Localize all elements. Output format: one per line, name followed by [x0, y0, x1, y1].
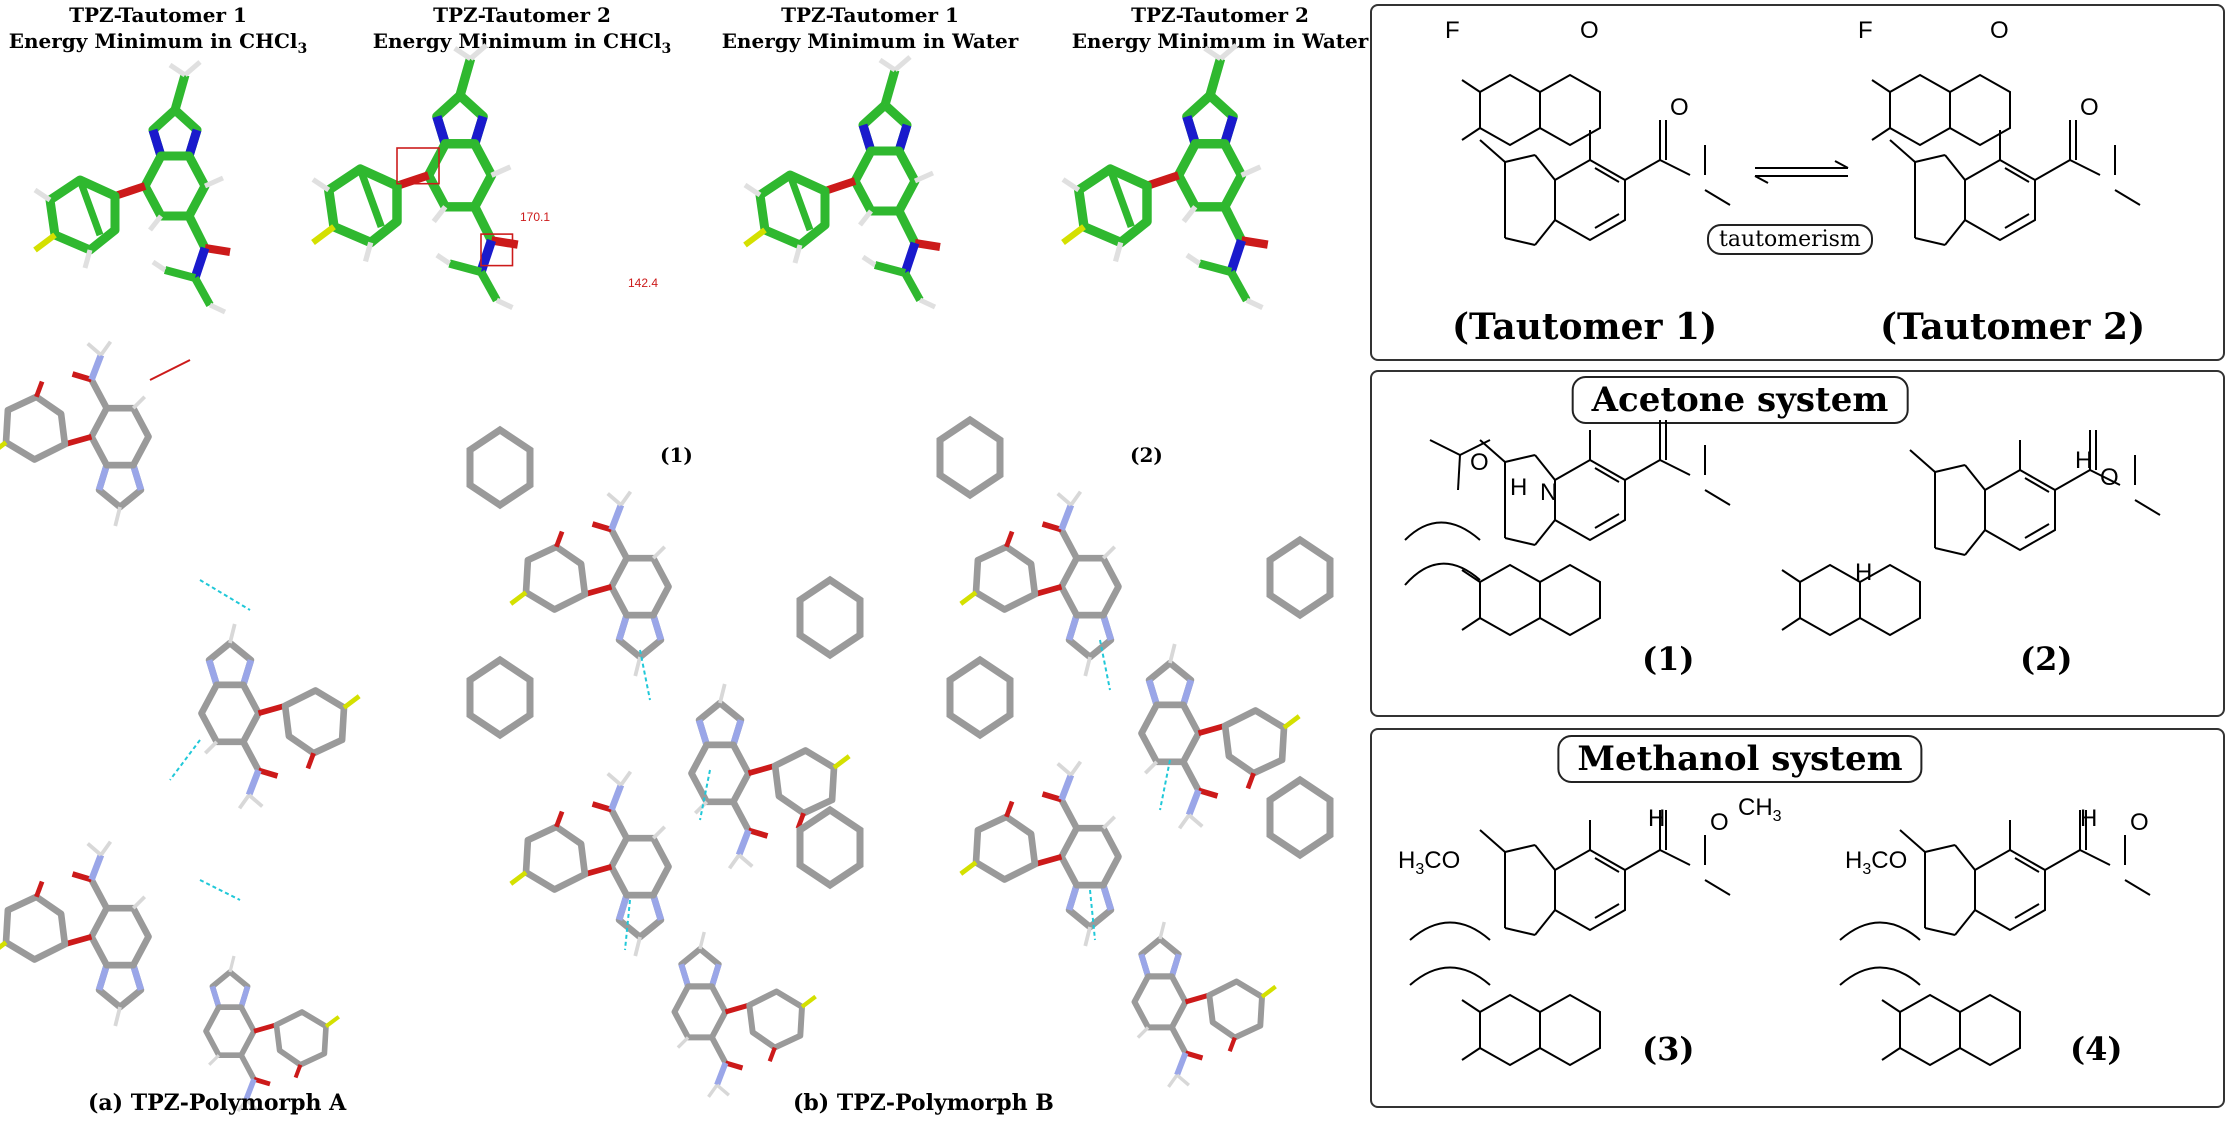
atom-O: O — [1470, 449, 1489, 476]
atom-N: N — [1540, 479, 1557, 506]
acetone-label-2: (2) — [2020, 640, 2073, 678]
atom-H: H — [1510, 474, 1527, 501]
header-line1: TPZ-Tautomer 1 — [781, 3, 959, 27]
header-line1: TPZ-Tautomer 2 — [1131, 3, 1309, 27]
header-line2: Energy Minimum in Water — [721, 29, 1019, 53]
atom-H: H — [1855, 559, 1872, 586]
svg-text:H3CO: H3CO — [1845, 847, 1907, 878]
crystal-label-1: (1) — [660, 443, 693, 467]
atom-O: O — [1580, 17, 1599, 44]
acetone-panel — [1370, 370, 2225, 717]
methanol-title: Methanol system — [1557, 735, 1923, 783]
acetone-title: Acetone system — [1571, 376, 1909, 424]
atom-O: O — [1670, 94, 1689, 121]
tautomer1-label: (Tautomer 1) — [1452, 306, 1718, 348]
atom-O: O — [2080, 94, 2099, 121]
atom-H: H — [2075, 447, 2092, 474]
polymorph-a-stack — [0, 342, 359, 1112]
tautomer-3d-renders — [0, 0, 1370, 400]
atom-H: H — [2080, 805, 2097, 832]
header-tautomer1-water: TPZ-Tautomer 1 Energy Minimum in Water — [715, 2, 1025, 54]
atom-H: H — [1648, 805, 1665, 832]
acetone-label-1: (1) — [1642, 640, 1695, 678]
atom-F: F — [1445, 17, 1460, 44]
atom-O: O — [1990, 17, 2009, 44]
crystal-packing-renders — [0, 0, 1334, 1100]
tautomerism-box: tautomerism — [1707, 224, 1873, 255]
tautomer-panel — [1370, 4, 2225, 361]
header-line2: Energy Minimum in CHCl3 — [372, 29, 672, 57]
header-line2: Energy Minimum in CHCl3 — [8, 29, 308, 57]
svg-text:CH3: CH3 — [1738, 794, 1782, 825]
atom-O: O — [2130, 809, 2149, 836]
header-line1: TPZ-Tautomer 1 — [69, 3, 247, 27]
methanol-panel — [1370, 728, 2225, 1108]
svg-text:H3CO: H3CO — [1398, 847, 1460, 878]
atom-O: O — [2100, 464, 2119, 491]
caption-polymorph-b: (b) TPZ-Polymorph B — [793, 1090, 1054, 1116]
header-tautomer2-water: TPZ-Tautomer 2 Energy Minimum in Water — [1065, 2, 1375, 54]
torsion-angle-1: 170.1 — [520, 210, 551, 224]
caption-polymorph-a: (a) TPZ-Polymorph A — [88, 1090, 347, 1116]
header-line2: Energy Minimum in Water — [1071, 29, 1369, 53]
polymorph-b1-stack — [466, 425, 864, 1097]
header-line1: TPZ-Tautomer 2 — [433, 3, 611, 27]
tautomer2-label: (Tautomer 2) — [1880, 306, 2146, 348]
torsion-angle-2: 142.4 — [628, 276, 659, 290]
header-tautomer1-chcl3: TPZ-Tautomer 1 Energy Minimum in CHCl3 — [3, 2, 313, 62]
atom-F: F — [1858, 17, 1873, 44]
methanol-label-4: (4) — [2070, 1030, 2123, 1068]
mol3d-tautomer2-chcl3 — [313, 45, 518, 308]
methanol-label-3: (3) — [1642, 1030, 1695, 1068]
polymorph-b2-stack — [936, 415, 1334, 1087]
crystal-label-2: (2) — [1130, 443, 1163, 467]
header-tautomer2-chcl3: TPZ-Tautomer 2 Energy Minimum in CHCl3 — [367, 2, 677, 62]
atom-O: O — [1710, 809, 1729, 836]
